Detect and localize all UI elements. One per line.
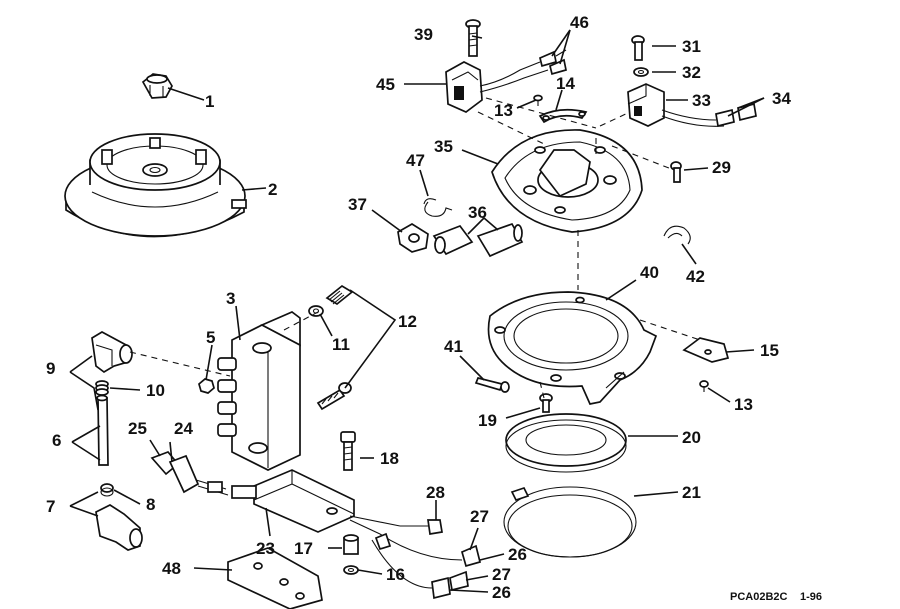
part-41-screw <box>474 376 510 393</box>
part-17-spacer <box>343 534 359 555</box>
callout-2: 2 <box>268 180 277 199</box>
part-16-nut <box>343 565 359 575</box>
part-42-clip <box>663 225 691 245</box>
callout-9: 9 <box>46 359 55 378</box>
callout-21: 21 <box>682 483 701 502</box>
callout-31: 31 <box>682 37 701 56</box>
part-8-clip <box>100 483 114 497</box>
callout-5: 5 <box>206 328 215 347</box>
callout-40: 40 <box>640 263 659 282</box>
callout-3: 3 <box>226 289 235 308</box>
callout-34: 34 <box>772 89 791 108</box>
callout-41: 41 <box>444 337 463 356</box>
callout-11: 11 <box>332 335 350 354</box>
callout-33: 33 <box>692 91 711 110</box>
footer: PCA02B2C 1-96 <box>730 591 822 603</box>
callout-13-upper: 13 <box>494 101 513 120</box>
callout-labels: 1 2 3 5 6 7 8 9 10 11 12 13 13 14 15 16 … <box>46 13 791 602</box>
part-19-screw <box>539 393 553 413</box>
part-40-retainer-plate <box>487 291 658 405</box>
callout-12: 12 <box>398 312 417 331</box>
callout-26-lower: 26 <box>492 583 511 602</box>
callout-39: 39 <box>414 25 433 44</box>
callout-27-lower: 27 <box>492 565 511 584</box>
part-13-screw-lower <box>699 380 709 392</box>
part-12-screw-upper <box>325 284 354 306</box>
part-33-pulser-coil <box>627 83 725 127</box>
part-24-connector <box>168 454 229 496</box>
callout-8: 8 <box>146 495 155 514</box>
alignment-lines <box>129 97 701 399</box>
part-7-elbow-boot <box>95 504 143 551</box>
part-28-terminal <box>400 519 443 535</box>
part-13-screw-upper <box>533 94 543 106</box>
part-26-terminal <box>431 576 451 600</box>
callout-24: 24 <box>174 419 193 438</box>
part-31-screw <box>631 35 645 61</box>
callout-28: 28 <box>426 483 445 502</box>
part-35-armature-plate <box>491 129 643 233</box>
part-1-nut <box>141 73 173 99</box>
part-3-power-pack <box>217 311 301 471</box>
callout-36: 36 <box>468 203 487 222</box>
callout-27-upper: 27 <box>470 507 489 526</box>
part-12-screw-lower <box>316 382 352 411</box>
part-47-clip <box>423 198 453 217</box>
callout-25: 25 <box>128 419 147 438</box>
part-cable-grommet <box>374 532 392 551</box>
callout-47: 47 <box>406 151 425 170</box>
callout-14: 14 <box>556 74 575 93</box>
leader-lines <box>69 29 765 593</box>
callout-20: 20 <box>682 428 701 447</box>
part-23-coil <box>231 469 401 535</box>
callout-42: 42 <box>686 267 705 286</box>
part-9-elbow-boot <box>91 331 133 374</box>
part-29-screw <box>670 161 682 183</box>
callout-48: 48 <box>162 559 181 578</box>
part-14-retainer <box>538 108 588 124</box>
part-6-tube <box>96 394 109 466</box>
part-36-sleeves <box>432 222 524 258</box>
callout-16: 16 <box>386 565 405 584</box>
part-34-terminals <box>715 102 757 128</box>
callout-26-upper: 26 <box>508 545 527 564</box>
callout-46: 46 <box>570 13 589 32</box>
callout-18: 18 <box>380 449 399 468</box>
callout-7: 7 <box>46 497 55 516</box>
callout-35: 35 <box>434 137 453 156</box>
part-39-screw <box>465 19 481 57</box>
drawing-date: 1-96 <box>800 591 822 603</box>
part-48-bracket <box>227 547 323 609</box>
callout-32: 32 <box>682 63 701 82</box>
callout-45: 45 <box>376 75 395 94</box>
callout-23: 23 <box>256 539 275 558</box>
part-10-spring <box>95 380 109 396</box>
callout-19: 19 <box>478 411 497 430</box>
drawing-code: PCA02B2C <box>730 591 788 603</box>
part-37-grommet <box>397 223 429 253</box>
part-45-charge-coil <box>445 61 549 113</box>
part-15-lever <box>682 337 730 363</box>
part-18-bolt <box>340 431 356 471</box>
callout-29: 29 <box>712 158 731 177</box>
callout-10: 10 <box>146 381 165 400</box>
callout-6: 6 <box>52 431 61 450</box>
part-20-ring <box>505 413 627 473</box>
part-5-nut <box>198 378 215 394</box>
part-21-ring <box>503 486 637 558</box>
part-2-flywheel <box>64 133 247 238</box>
callout-37: 37 <box>348 195 367 214</box>
callout-17: 17 <box>294 539 313 558</box>
part-32-washer <box>633 67 649 77</box>
callout-13-lower: 13 <box>734 395 753 414</box>
callout-1: 1 <box>205 92 214 111</box>
part-27-terminal-lower <box>449 570 469 592</box>
callout-15: 15 <box>760 341 779 360</box>
